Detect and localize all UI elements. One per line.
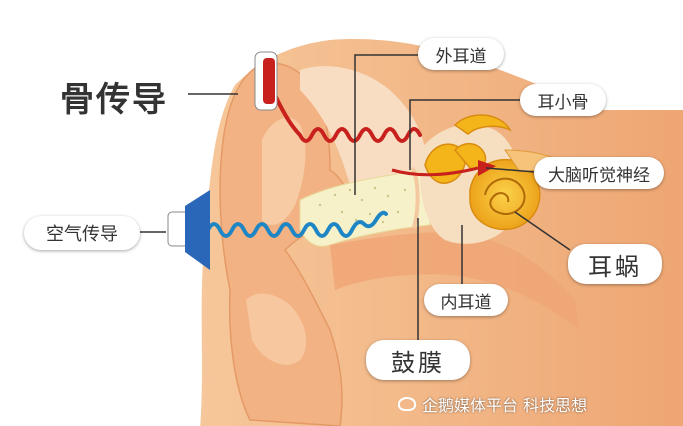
bone-wave-arrow (391, 166, 479, 177)
label-bone-conduction: 骨传导 (60, 80, 168, 120)
cochlea-shape (453, 114, 541, 231)
watermark: 企鹅媒体平台 科技思想 (398, 392, 587, 416)
inner-ear-fold (262, 117, 306, 225)
watermark-logo-icon (398, 397, 416, 411)
watermark-text: 企鹅媒体平台 科技思想 (422, 396, 588, 415)
air-wave (206, 210, 388, 238)
label-air-conduction: 空气传导 (24, 216, 140, 250)
canal-dots (318, 186, 407, 224)
label-ear-canal: 外耳道 (418, 38, 504, 70)
bone-wave (273, 93, 422, 143)
label-auditory-nerve: 大脑听觉神经 (534, 157, 664, 189)
label-inner-canal: 内耳道 (424, 284, 508, 316)
label-eardrum: 鼓膜 (366, 340, 470, 380)
eardrum (410, 166, 420, 229)
air-speaker (167, 190, 210, 270)
label-cochlea: 耳蜗 (568, 244, 662, 284)
earlobe-fold (246, 293, 307, 365)
bone-region (300, 66, 427, 185)
leader-lines (140, 54, 571, 345)
bone-device (254, 51, 278, 111)
ear-canal (299, 169, 431, 247)
lower-tissue (330, 232, 580, 330)
label-ossicles: 耳小骨 (520, 84, 606, 116)
